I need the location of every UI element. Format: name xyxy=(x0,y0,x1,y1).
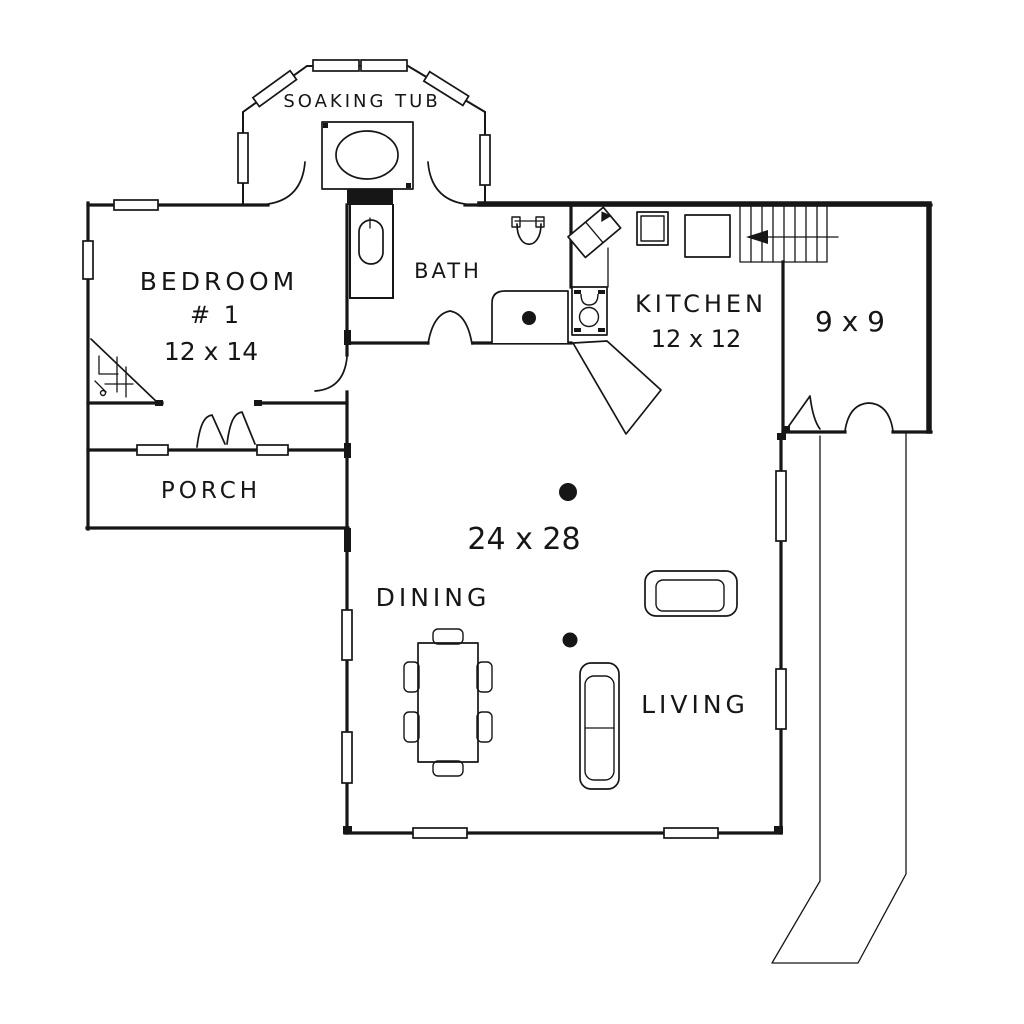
dining-chair xyxy=(403,711,420,743)
great-right-window-2 xyxy=(775,668,787,730)
dining-chair xyxy=(476,711,493,743)
porch-label: PORCH xyxy=(161,478,261,504)
dining-chair xyxy=(476,661,493,693)
bay-window-top-left xyxy=(312,59,360,72)
great-bottom-window-1 xyxy=(412,827,468,839)
dishwasher xyxy=(636,211,669,246)
dining-chair xyxy=(432,628,464,645)
room-labels: SOAKING TUB BEDROOM # 1 12 x 14 BATH KIT… xyxy=(140,91,885,719)
deck-walkway xyxy=(771,433,907,964)
soaking-tub xyxy=(335,130,399,180)
platform-corner-mark xyxy=(406,183,411,188)
corner-fireplace xyxy=(90,338,160,405)
bedroom-top-window xyxy=(113,199,159,211)
wall-jamb xyxy=(344,528,351,552)
wall-jamb xyxy=(777,433,786,440)
wall-jamb xyxy=(254,400,262,406)
dining-label: DINING xyxy=(376,583,491,612)
windows xyxy=(82,199,787,839)
wall-jamb xyxy=(774,826,783,834)
doors xyxy=(196,310,894,448)
bay-alcove-arc-left xyxy=(267,161,306,205)
wall-jamb xyxy=(344,330,351,345)
living-label: LIVING xyxy=(641,690,749,719)
top-wall-heavy xyxy=(477,201,932,434)
bay-window-top-right xyxy=(360,59,408,72)
kitchen-label: KITCHEN xyxy=(635,290,767,318)
support-column xyxy=(562,632,578,648)
counter-peninsula xyxy=(572,340,662,435)
support-column xyxy=(559,483,577,501)
great-left-window-2 xyxy=(341,731,353,784)
rear-room-size-label: 9 x 9 xyxy=(815,305,885,338)
porch-window-1 xyxy=(136,444,169,456)
great-right-window-1 xyxy=(775,470,787,542)
bay-window-side-left xyxy=(237,132,249,184)
refrigerator xyxy=(684,214,731,258)
dining-table xyxy=(417,642,479,763)
soaking-tub-bay xyxy=(237,59,491,206)
staircase xyxy=(739,204,839,263)
great-room-size-label: 24 x 28 xyxy=(467,522,580,557)
wall-jamb xyxy=(344,443,351,458)
bedroom-hall-door-arc xyxy=(314,356,348,392)
bath-fixtures xyxy=(349,204,569,343)
bay-window-side-right xyxy=(479,134,491,186)
bath-double-door xyxy=(427,310,473,345)
dining-chair xyxy=(403,661,420,693)
dining-chair xyxy=(432,760,464,777)
bay-window-diag-left xyxy=(251,69,298,108)
kitchen-fixtures xyxy=(567,206,731,435)
great-left-window-1 xyxy=(341,609,353,661)
great-bottom-window-2 xyxy=(663,827,719,839)
dining-set xyxy=(403,628,493,777)
bedroom-size-label: 12 x 14 xyxy=(164,337,258,366)
platform-corner-mark xyxy=(323,123,328,128)
vanity-sink-dot xyxy=(522,311,536,325)
porch-window-2 xyxy=(256,444,289,456)
pedestal-sink xyxy=(511,216,545,245)
kitchen-sink xyxy=(567,206,622,259)
bedroom-left-window xyxy=(82,240,94,280)
bedroom-double-door xyxy=(196,411,256,448)
rear-room-door xyxy=(785,395,821,431)
bay-window-diag-right xyxy=(422,70,470,107)
wall-jamb xyxy=(343,826,352,834)
soaking-tub-label: SOAKING TUB xyxy=(283,91,440,112)
loveseat xyxy=(644,570,738,617)
stair-direction-arrow xyxy=(746,230,768,244)
wc-compartment xyxy=(349,204,394,299)
bay-alcove-arc-right xyxy=(427,161,466,205)
tub-wall-band xyxy=(347,188,393,205)
range xyxy=(571,286,608,336)
kitchen-size-label: 12 x 12 xyxy=(651,325,742,353)
vanity-counter xyxy=(491,290,569,343)
bedroom-number-label: # 1 xyxy=(190,301,242,329)
arched-opening xyxy=(844,402,894,432)
bath-label: BATH xyxy=(414,259,482,283)
bedroom-label: BEDROOM xyxy=(140,267,299,296)
sofa xyxy=(579,662,620,790)
toilet xyxy=(358,219,384,265)
